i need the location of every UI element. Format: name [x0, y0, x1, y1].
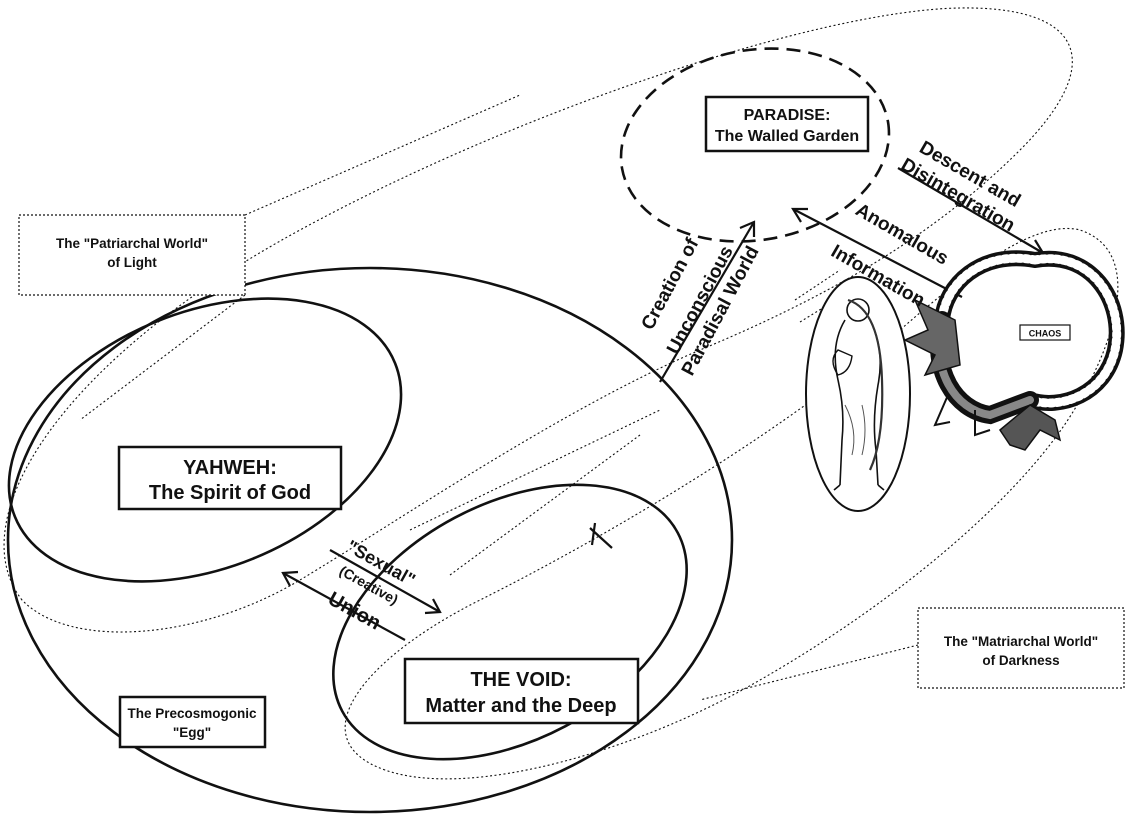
egg-label-line2: "Egg" [173, 725, 211, 740]
void-tick-mark [589, 522, 613, 549]
paradise-subtitle: The Walled Garden [715, 128, 859, 145]
matriarchal-world-outline [344, 228, 1119, 780]
void-ellipse [332, 483, 688, 761]
chaos-label: CHAOS [1029, 329, 1062, 339]
patriarchal-node: The "Patriarchal World" of Light [18, 214, 246, 296]
paradise-ellipse [619, 47, 891, 243]
eve-figure-icon [805, 276, 911, 512]
union-arrow-right [329, 549, 442, 615]
chaos-label-box [1019, 324, 1071, 341]
paradise-node: PARADISE: The Walled Garden [704, 95, 870, 153]
matriarchal-label-line2: of Darkness [982, 653, 1059, 668]
void-node: THE VOID: Matter and the Deep [403, 657, 640, 725]
patriarchal-connector-2 [79, 294, 246, 421]
patriarchal-label-line1: The "Patriarchal World" [56, 236, 208, 251]
egg-node: The Precosmogonic "Egg" [118, 695, 267, 749]
interior-dotted-3 [794, 269, 841, 301]
descent-label: Descent and Disintegration [897, 137, 1024, 236]
anomalous-arrow [791, 207, 963, 298]
interior-dotted-2 [449, 434, 641, 576]
creation-arrow [659, 220, 756, 383]
interior-dotted-1 [409, 409, 661, 531]
union-arrow-left [281, 570, 406, 641]
matriarchal-connector [699, 644, 919, 701]
yahweh-node: YAHWEH: The Spirit of God [117, 445, 343, 511]
patriarchal-label-line2: of Light [107, 255, 157, 270]
yahweh-subtitle: The Spirit of God [149, 482, 311, 504]
paradise-title: PARADISE: [744, 107, 831, 124]
void-subtitle: Matter and the Deep [425, 695, 616, 717]
yahweh-ellipse [7, 297, 403, 583]
matriarchal-node: The "Matriarchal World" of Darkness [917, 607, 1125, 689]
matriarchal-label-line1: The "Matriarchal World" [944, 634, 1098, 649]
precosmogonic-egg [6, 266, 734, 814]
void-title: THE VOID: [470, 669, 571, 691]
dragon-icon: CHAOS [903, 250, 1125, 451]
yahweh-title: YAHWEH: [183, 457, 277, 479]
patriarchal-connector [244, 94, 521, 216]
egg-label-line1: The Precosmogonic [127, 706, 257, 721]
